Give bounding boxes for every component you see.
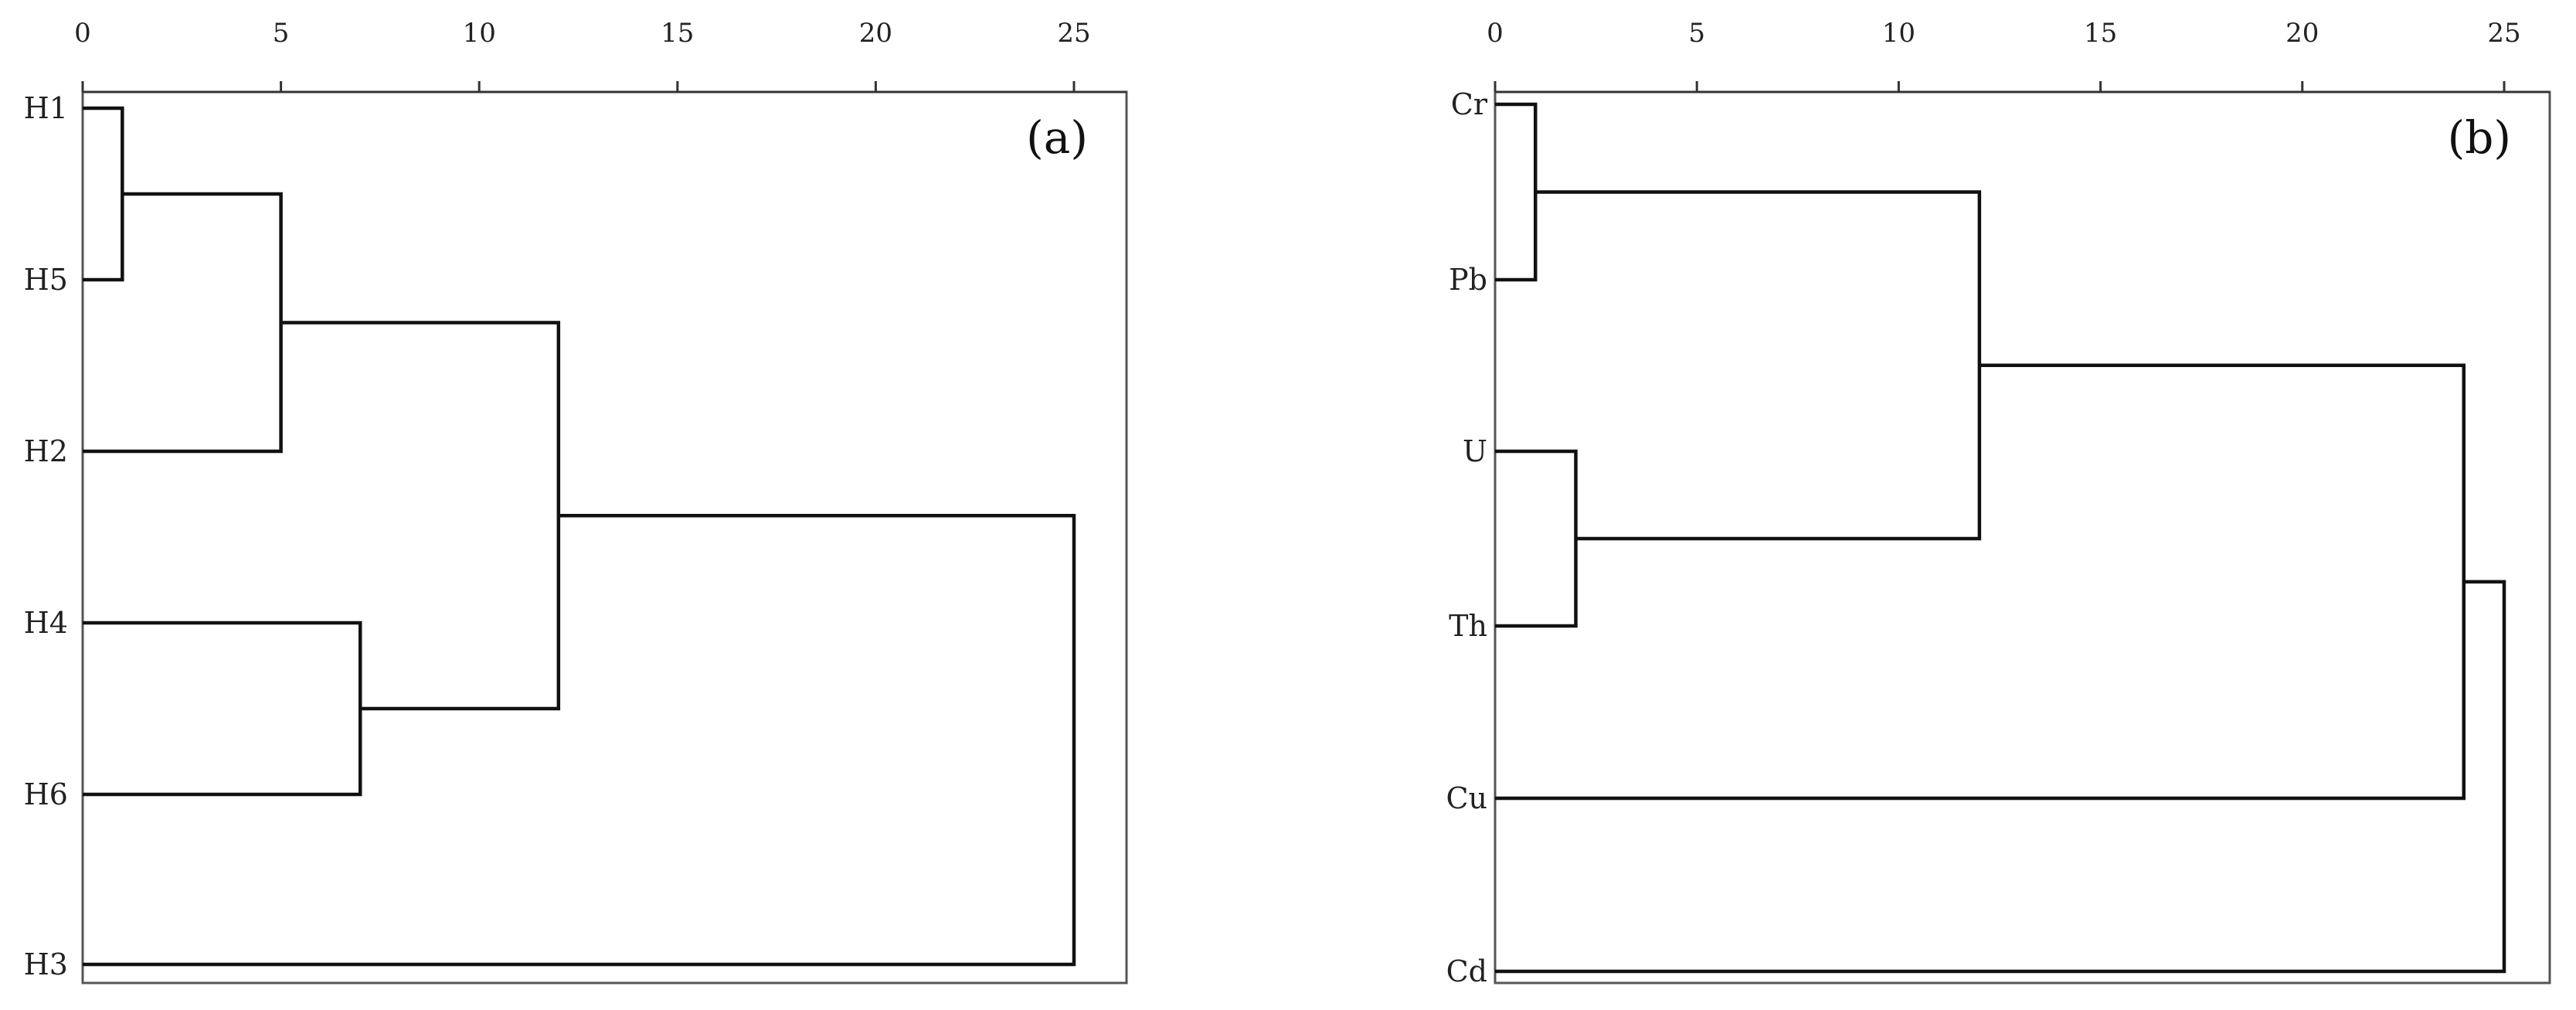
x-tick-label: 20 — [2285, 18, 2319, 49]
dendrogram-link — [1535, 190, 1982, 541]
leaf-label: Cr — [1451, 87, 1488, 121]
x-tick-label: 10 — [463, 18, 496, 49]
dendrogram-link — [1495, 102, 1538, 282]
dendrogram-link — [83, 514, 1076, 967]
leaf-label: H1 — [24, 91, 68, 125]
dendrogram-link — [83, 621, 362, 797]
leaf-label: H2 — [24, 434, 68, 468]
dendrogram-link — [83, 106, 124, 282]
leaf-label: Cu — [1446, 781, 1487, 815]
leaf-label: Pb — [1449, 263, 1487, 297]
x-tick-label: 15 — [661, 18, 694, 49]
dendrogram-link — [1495, 449, 1578, 628]
panel-label: (a) — [1026, 111, 1088, 164]
dendrogram-link — [83, 192, 283, 454]
leaf-label: U — [1463, 434, 1487, 468]
dendrogram-link — [1495, 580, 2506, 974]
x-tick-label: 0 — [74, 18, 91, 49]
x-tick-label: 25 — [1057, 18, 1090, 49]
leaf-label: H4 — [24, 606, 68, 640]
x-tick-label: 0 — [1487, 18, 1504, 49]
leaf-label: H6 — [24, 777, 68, 811]
x-tick-label: 25 — [2487, 18, 2520, 49]
x-tick-label: 10 — [1882, 18, 1915, 49]
x-tick-label: 20 — [859, 18, 892, 49]
x-tick-label: 5 — [273, 18, 290, 49]
leaf-label: Cd — [1446, 954, 1487, 988]
leaf-label: H3 — [24, 947, 68, 981]
leaf-label: H5 — [24, 263, 68, 297]
dendrogram-link — [280, 321, 561, 711]
x-tick-label: 5 — [1688, 18, 1705, 49]
plot-frame — [81, 90, 1128, 984]
x-tick-label: 15 — [2084, 18, 2117, 49]
panel-label: (b) — [2448, 111, 2511, 164]
leaf-label: Th — [1449, 609, 1487, 643]
